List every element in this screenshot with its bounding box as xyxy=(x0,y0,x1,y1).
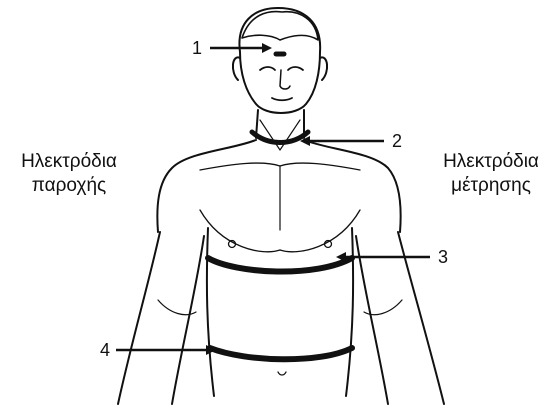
left-ear xyxy=(233,57,240,80)
right-ear xyxy=(320,57,327,80)
torso-left-side xyxy=(207,228,214,396)
callout-number-1: 1 xyxy=(192,38,202,58)
left-arm-outer xyxy=(118,232,160,404)
head-outline xyxy=(239,8,320,113)
mouth xyxy=(272,98,292,100)
torso-right-side xyxy=(346,228,353,396)
left-arm-inner xyxy=(172,236,204,404)
right-shoulder xyxy=(304,140,401,232)
right-eye xyxy=(288,67,303,70)
right-arm-inner xyxy=(356,236,388,404)
callout-number-2: 2 xyxy=(392,131,402,151)
left-eye xyxy=(260,67,275,70)
callout-number-4: 4 xyxy=(100,340,110,360)
callout-arrowhead-1 xyxy=(262,43,272,53)
electrode-chest-band xyxy=(208,258,352,272)
pectoral-left xyxy=(200,210,280,252)
nose xyxy=(280,70,290,89)
callout-number-3: 3 xyxy=(438,247,448,267)
navel xyxy=(278,372,286,375)
electrode-waist-band xyxy=(210,348,352,359)
neck-muscles xyxy=(260,120,300,150)
electrode-neck-band xyxy=(252,132,308,143)
left-shoulder xyxy=(157,140,256,232)
pectoral-right xyxy=(280,210,360,252)
